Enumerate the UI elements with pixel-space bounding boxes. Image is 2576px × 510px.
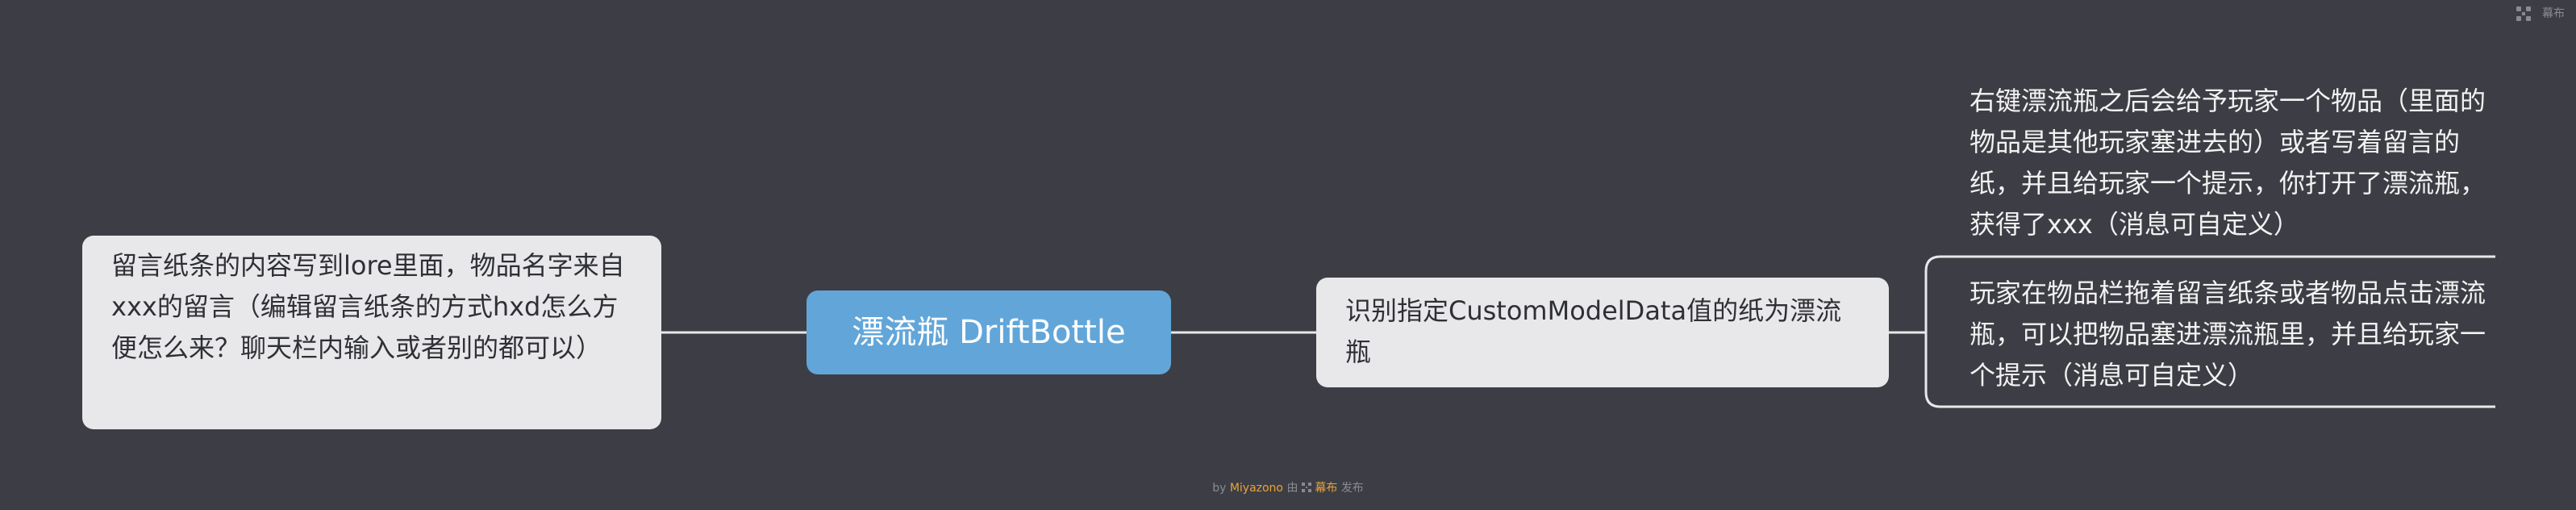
right-child-node-1[interactable]: 右键漂流瓶之后会给予玩家一个物品（里面的物品是其他玩家塞进去的）或者写着留言的纸… [1970,81,2502,250]
right-child-text-1: 右键漂流瓶之后会给予玩家一个物品（里面的物品是其他玩家塞进去的）或者写着留言的纸… [1970,86,2486,240]
brand-label[interactable]: 幕布 [2542,7,2565,20]
footer-prefix: by [1212,482,1227,495]
right-child-node-2[interactable]: 玩家在物品栏拖着留言纸条或者物品点击漂流瓶，可以把物品塞进漂流瓶里，并且给玩家一… [1970,273,2502,402]
brand-logo-icon [1301,483,1311,492]
footer-author-link[interactable]: Miyazono [1229,482,1283,495]
right-child-text-2: 玩家在物品栏拖着留言纸条或者物品点击漂流瓶，可以把物品塞进漂流瓶里，并且给玩家一… [1970,278,2486,391]
footer-credit: by Miyazono 由 幕布 发布 [0,479,2576,497]
connector-right-bracket-bottom [1924,332,2495,408]
right-branch-node[interactable]: 识别指定CustomModelData值的纸为漂流瓶 [1316,278,1889,387]
right-branch-text: 识别指定CustomModelData值的纸为漂流瓶 [1345,295,1842,367]
footer-brand-link[interactable]: 幕布 [1315,482,1338,495]
footer-suffix: 发布 [1340,482,1364,495]
left-branch-text: 留言纸条的内容写到lore里面，物品名字来自xxx的留言（编辑留言纸条的方式hx… [111,250,625,363]
central-topic-node[interactable]: 漂流瓶 DriftBottle [807,291,1171,374]
footer-via: 由 [1286,482,1298,495]
mindmap-logo-icon[interactable] [2515,5,2532,23]
left-branch-node[interactable]: 留言纸条的内容写到lore里面，物品名字来自xxx的留言（编辑留言纸条的方式hx… [82,236,661,429]
connector-right-bracket-top [1924,255,2495,332]
central-topic-text: 漂流瓶 DriftBottle [852,314,1126,351]
